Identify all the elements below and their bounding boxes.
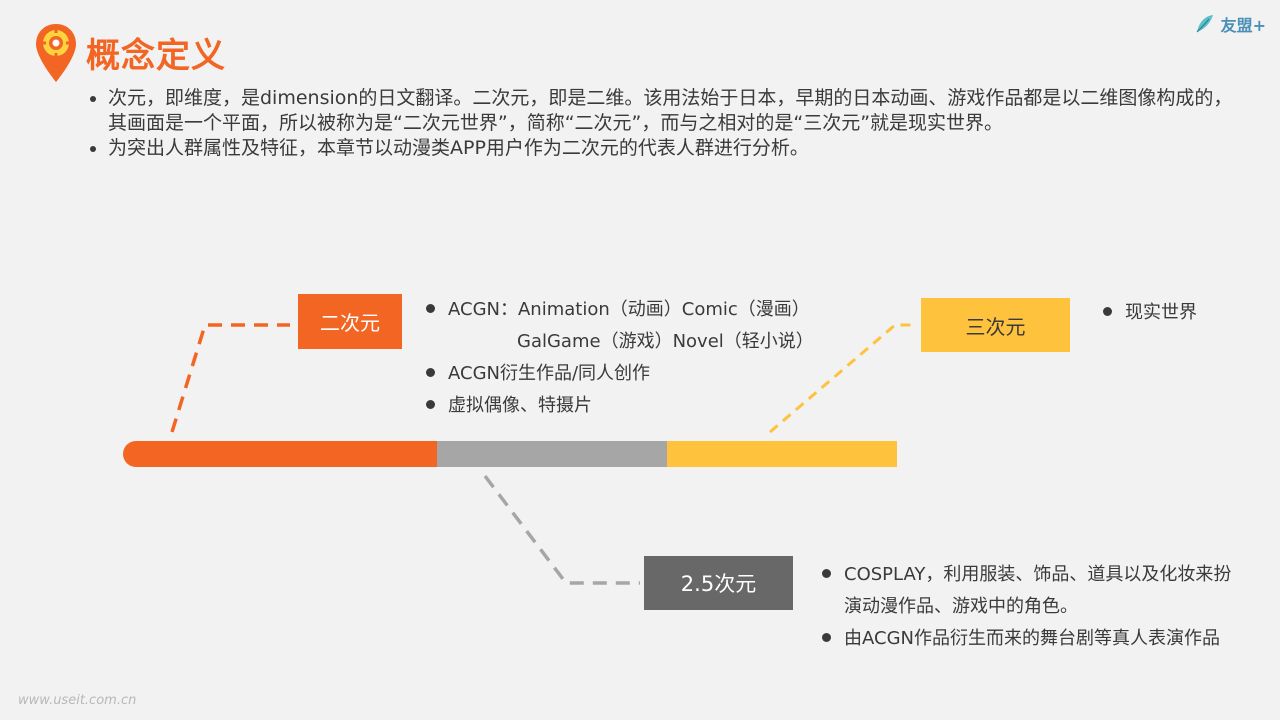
bullet-dot bbox=[426, 399, 435, 409]
page-title: 概念定义 bbox=[86, 36, 226, 76]
brand-name: 友盟+ bbox=[1220, 16, 1266, 35]
label-box-25d: 2.5次元 bbox=[644, 556, 793, 610]
connector-2d bbox=[170, 323, 290, 433]
bullet-dot bbox=[1103, 306, 1112, 316]
bar-segment-3d bbox=[667, 441, 897, 467]
bullet-25d-1: COSPLAY，利用服装、饰品、道具以及化妆来扮 bbox=[822, 561, 1231, 585]
bullet-2d-1-cont: GalGame（游戏）Novel（轻小说） bbox=[517, 331, 814, 352]
bullet-dot bbox=[426, 303, 435, 313]
location-pin-icon bbox=[36, 24, 76, 82]
intro-text: 次元，即维度，是dimension的日文翻译。二次元，即是二维。该用法始于日本，… bbox=[84, 86, 1234, 161]
watermark: www.useit.com.cn bbox=[18, 693, 137, 708]
bar-segment-25d bbox=[437, 441, 667, 467]
bullet-25d-2: 由ACGN作品衍生而来的舞台剧等真人表演作品 bbox=[822, 625, 1220, 649]
intro-bullet: 为突出人群属性及特征，本章节以动漫类APP用户作为二次元的代表人群进行分析。 bbox=[108, 136, 1234, 161]
bullet-2d-1: ACGN：Animation（动画）Comic（漫画） bbox=[426, 296, 810, 320]
bullet-25d-1-cont: 演动漫作品、游戏中的角色。 bbox=[844, 596, 1078, 617]
label-box-2d: 二次元 bbox=[298, 294, 402, 349]
label-box-3d: 三次元 bbox=[921, 298, 1070, 352]
bullet-3d-1: 现实世界 bbox=[1103, 299, 1197, 323]
bullet-dot bbox=[822, 632, 831, 642]
bullet-dot bbox=[822, 568, 831, 578]
brand-logo: 友盟+ bbox=[1193, 12, 1266, 36]
intro-bullet: 次元，即维度，是dimension的日文翻译。二次元，即是二维。该用法始于日本，… bbox=[108, 86, 1234, 136]
bullet-2d-3: 虚拟偶像、特摄片 bbox=[426, 392, 592, 416]
bar-segment-2d bbox=[123, 441, 437, 467]
leaf-logo-icon bbox=[1196, 15, 1213, 33]
connector-25d bbox=[483, 474, 640, 585]
bullet-dot bbox=[426, 367, 435, 377]
bullet-2d-2: ACGN衍生作品/同人创作 bbox=[426, 360, 650, 384]
connector-3d bbox=[769, 323, 916, 434]
